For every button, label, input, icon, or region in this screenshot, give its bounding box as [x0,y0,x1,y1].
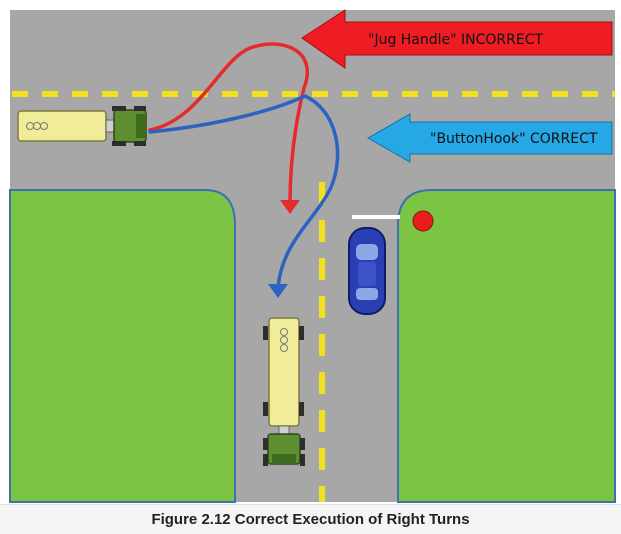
grass-left [9,189,236,503]
incorrect-label: "Jug Handle" INCORRECT [368,32,544,48]
correct-arrowhead [268,284,288,298]
grass-right [397,189,616,503]
caption-text: Figure 2.12 Correct Execution of Right T… [151,511,470,528]
correct-turn-path [148,94,340,298]
incorrect-arrow-banner: "Jug Handle" INCORRECT [301,9,613,69]
correct-label: "ButtonHook" CORRECT [430,131,598,147]
car [348,227,386,315]
truck-vertical [263,317,305,466]
figure-caption: Figure 2.12 Correct Execution of Right T… [0,504,621,534]
truck-horizontal [17,106,147,146]
correct-arrow-banner: "ButtonHook" CORRECT [366,113,613,163]
incorrect-turn-path [148,42,309,214]
incorrect-arrowhead [280,200,300,214]
stop-sign [412,210,434,232]
